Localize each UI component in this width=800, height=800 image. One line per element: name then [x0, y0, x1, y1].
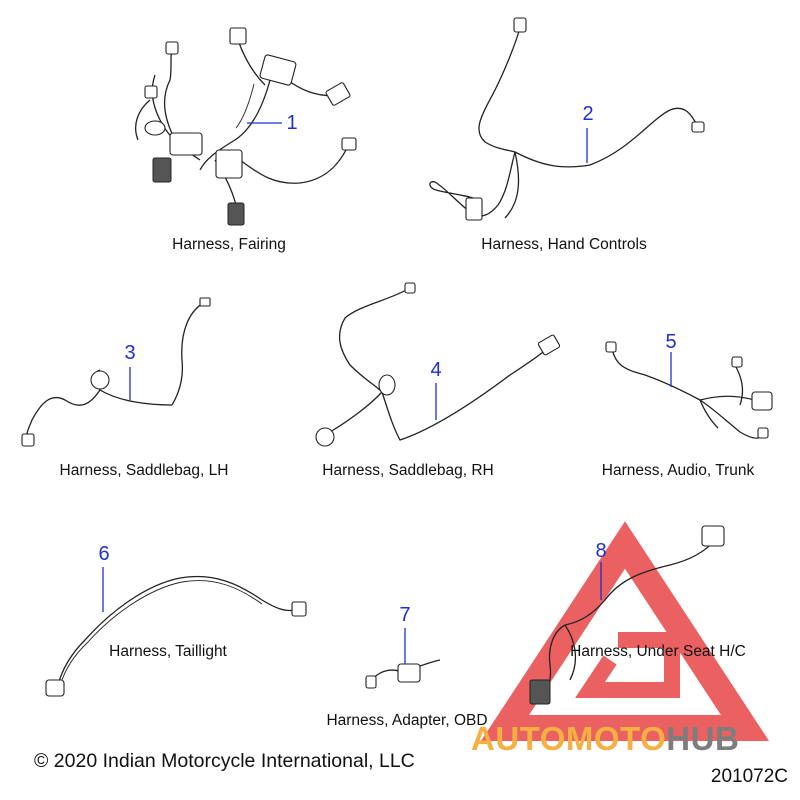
- callout-number-6: 6: [98, 543, 110, 565]
- harness-under-seat-hc-drawing: [529, 525, 725, 705]
- callout-number-2: 2: [582, 103, 594, 125]
- callout-number-3: 3: [124, 342, 136, 364]
- diagram-number: 201072C: [710, 766, 788, 787]
- caption-harness-taillight: Harness, Taillight: [109, 643, 227, 660]
- callout-number-1: 1: [286, 112, 298, 134]
- harness-audio-trunk-drawing: [605, 341, 773, 439]
- caption-harness-fairing: Harness, Fairing: [172, 236, 286, 253]
- watermark-triangle: [480, 521, 770, 741]
- harness-saddlebag-lh-drawing: [21, 297, 211, 447]
- harness-hand-controls-drawing: [429, 17, 705, 221]
- callout-number-5: 5: [665, 331, 677, 353]
- caption-harness-hand-controls: Harness, Hand Controls: [481, 236, 647, 253]
- caption-harness-adapter-obd: Harness, Adapter, OBD: [326, 712, 488, 729]
- harness-taillight-drawing: [45, 575, 307, 697]
- harness-adapter-obd-drawing: [365, 659, 441, 689]
- callout-number-8: 8: [595, 540, 607, 562]
- caption-harness-saddlebag-lh: Harness, Saddlebag, LH: [59, 462, 229, 479]
- caption-harness-saddlebag-rh: Harness, Saddlebag, RH: [322, 462, 494, 479]
- watermark-text-primary: AUTOMOTO: [471, 720, 667, 757]
- copyright-notice: © 2020 Indian Motorcycle International, …: [34, 750, 415, 772]
- callout-number-4: 4: [430, 359, 442, 381]
- harness-fairing-drawing: [135, 27, 357, 226]
- caption-harness-audio-trunk: Harness, Audio, Trunk: [601, 462, 755, 479]
- watermark-text-secondary: HUB: [666, 720, 740, 757]
- callout-number-7: 7: [399, 604, 411, 626]
- harness-saddlebag-rh-drawing: [315, 282, 561, 447]
- watermark-logo: AUTOMOTOHUB: [471, 720, 739, 758]
- caption-harness-under-seat-hc: Harness, Under Seat H/C: [570, 643, 746, 660]
